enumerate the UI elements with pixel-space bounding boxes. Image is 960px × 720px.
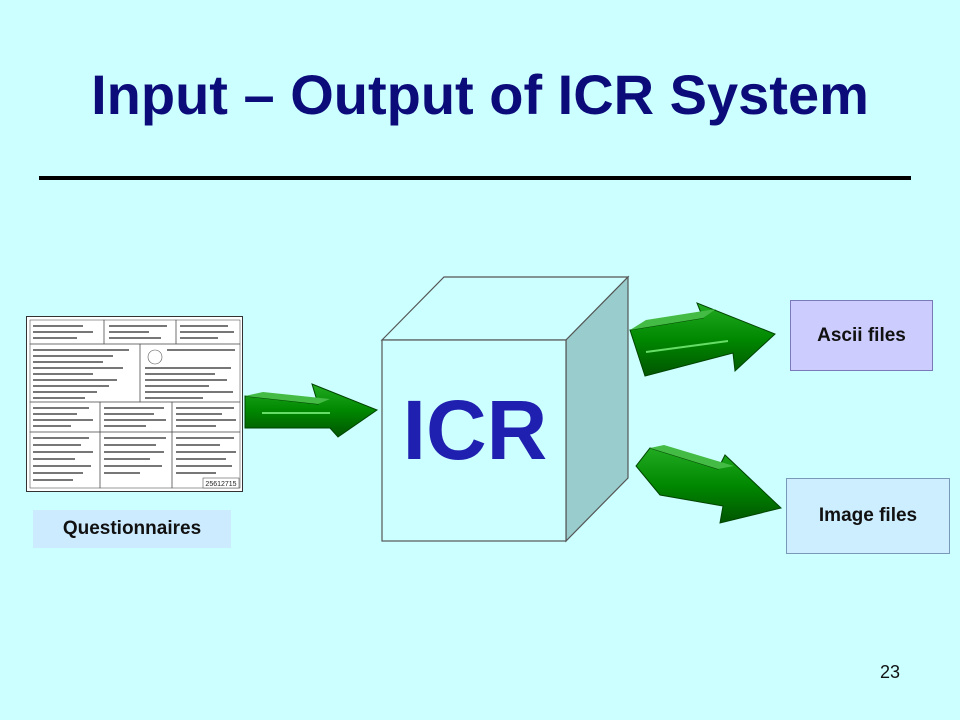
- icr-cube: [380, 275, 630, 543]
- output-arrow-image: [635, 445, 783, 524]
- questionnaire-form-image: 25612715: [26, 316, 243, 492]
- questionnaires-label: Questionnaires: [33, 510, 231, 548]
- output-arrow-ascii: [629, 302, 776, 377]
- image-files-box: Image files: [786, 478, 950, 554]
- slide-title: Input – Output of ICR System: [91, 63, 869, 126]
- input-arrow: [244, 383, 379, 438]
- form-illustration: 25612715: [29, 319, 241, 489]
- title-underline: [39, 176, 911, 180]
- cube-front-face: [381, 339, 567, 542]
- ascii-files-box: Ascii files: [790, 300, 933, 371]
- page-number: 23: [880, 662, 901, 682]
- form-serial-number: 25612715: [205, 481, 236, 488]
- icr-label: ICR: [402, 383, 548, 477]
